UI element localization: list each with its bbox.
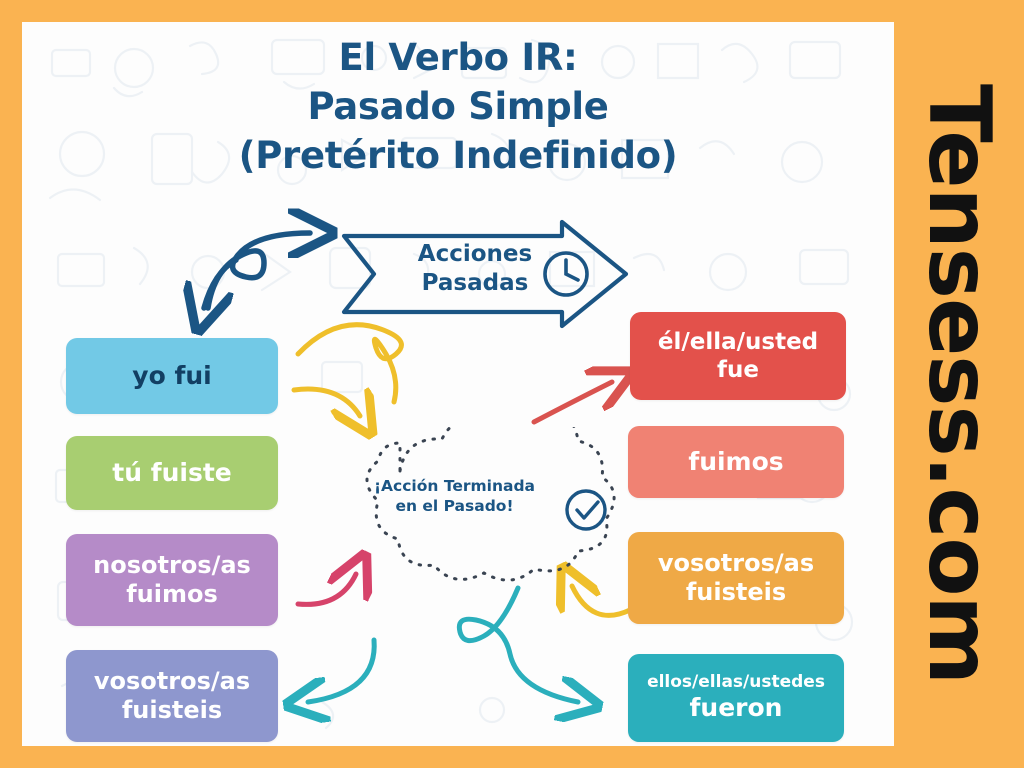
box-line-1: ellos/ellas/ustedes xyxy=(647,672,825,693)
box-line-1: vosotros/as xyxy=(93,666,251,695)
box-line-2: fueron xyxy=(689,693,783,723)
cloud-text: ¡Acción Terminada en el Pasado! xyxy=(352,476,557,516)
box-line-2: fue xyxy=(717,357,759,383)
conjugation-box-yo-fui[interactable]: yo fui xyxy=(66,338,278,414)
title-line-2: Pasado Simple xyxy=(307,84,609,128)
box-line-1: yo fui xyxy=(132,360,212,390)
clock-icon xyxy=(543,251,589,297)
arrow-teal-bottom-left xyxy=(308,637,377,702)
box-line-2: fuisteis xyxy=(121,696,223,724)
arrow-yellow-top xyxy=(291,322,404,416)
cloud-line-2: en el Pasado! xyxy=(395,497,514,516)
acciones-pasadas-banner: Acciones Pasadas xyxy=(340,218,630,330)
watermark-text: Tensess.com xyxy=(909,83,1009,685)
box-line-1: él/ella/usted xyxy=(657,328,819,355)
box-line-2: fuimos xyxy=(126,580,218,608)
conjugation-box-fuimos[interactable]: fuimos xyxy=(628,426,844,498)
box-line-1: tú fuiste xyxy=(112,457,232,487)
title-line-3: (Pretérito Indefinido) xyxy=(238,133,678,177)
box-line-1: fuimos xyxy=(688,446,784,476)
banner-line-2: Pasadas xyxy=(421,269,529,296)
conjugation-box-ellos-ellas-ustedes-fueron[interactable]: ellos/ellas/ustedes fueron xyxy=(628,654,844,742)
poster-canvas: El Verbo IR: Pasado Simple (Pretérito In… xyxy=(22,22,894,746)
conjugation-box-vosotros-fuisteis-right[interactable]: vosotros/as fuisteis xyxy=(628,532,844,624)
banner-arrow-shape xyxy=(341,219,629,329)
conjugation-box-tu-fuiste[interactable]: tú fuiste xyxy=(66,436,278,510)
title-line-1: El Verbo IR: xyxy=(338,36,578,79)
box-line-2: fuisteis xyxy=(685,578,787,606)
arrow-red-to-el xyxy=(531,382,612,425)
box-line-1: vosotros/as xyxy=(657,548,815,577)
banner-line-1: Acciones xyxy=(417,241,533,267)
watermark-band: Tensess.com xyxy=(894,0,1024,768)
check-circle-icon xyxy=(565,489,607,531)
box-line-1: nosotros/as xyxy=(93,550,251,579)
cloud-line-1: ¡Acción Terminada xyxy=(373,477,536,495)
conjugation-box-vosotros-fuisteis-left[interactable]: vosotros/as fuisteis xyxy=(66,650,278,742)
arrow-teal-loop xyxy=(456,585,578,702)
conjugation-box-el-ella-usted-fue[interactable]: él/ella/usted fue xyxy=(630,312,846,400)
accion-terminada-cloud: ¡Acción Terminada en el Pasado! xyxy=(332,402,632,602)
arrow-navy-loop xyxy=(204,233,310,308)
page-title: El Verbo IR: Pasado Simple (Pretérito In… xyxy=(22,34,894,180)
banner-text: Acciones Pasadas xyxy=(395,240,555,298)
conjugation-box-nosotros-fuimos[interactable]: nosotros/as fuimos xyxy=(66,534,278,626)
